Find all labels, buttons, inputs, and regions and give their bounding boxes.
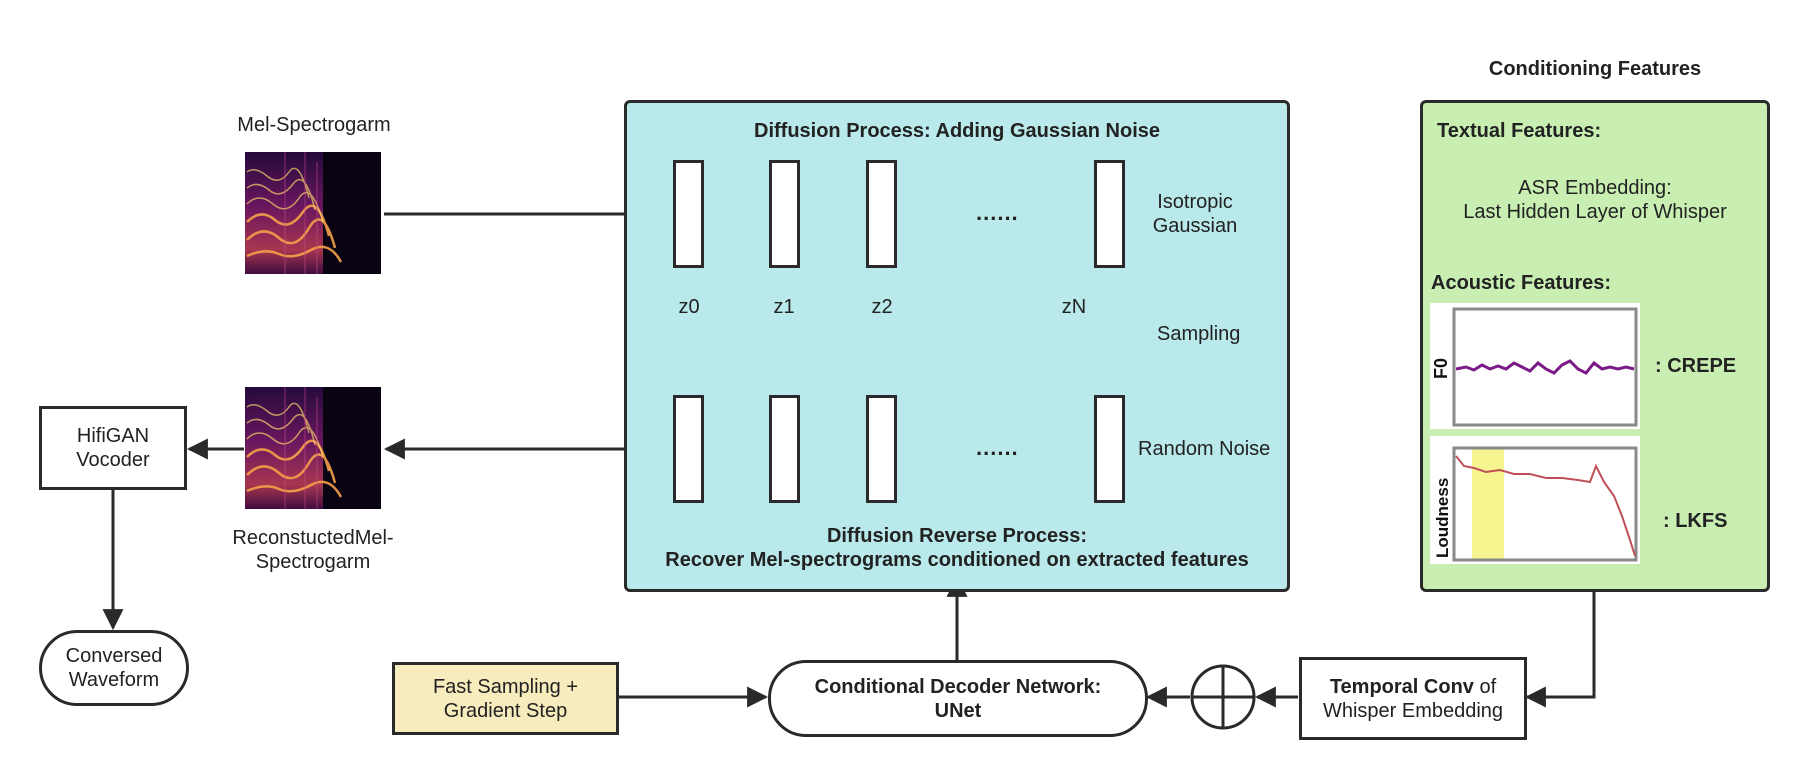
- arrow-cond-conv: [1524, 592, 1596, 708]
- diffusion-title: Diffusion Process: Adding Gaussian Noise: [754, 120, 1160, 142]
- isotropic-line1: Isotropic: [1157, 191, 1233, 213]
- reverse-block-3: [866, 395, 897, 503]
- waveform-line1: Conversed: [65, 645, 163, 667]
- loudness-series-line: [1455, 455, 1636, 557]
- temporal-conv-box: Temporal Conv of Whisper Embedding: [1299, 657, 1527, 740]
- mel-output-label-line2: Spectrogarm: [255, 551, 371, 573]
- loudness-plot: Loudness: [1430, 436, 1640, 564]
- decoder-unet-box: Conditional Decoder Network: UNet: [768, 660, 1148, 737]
- latent-label-z2: z2: [871, 296, 893, 318]
- loudness-axis-label: Loudness: [1433, 478, 1452, 558]
- reverse-process-caption: Diffusion Reverse Process: Recover Mel-s…: [624, 524, 1290, 572]
- reverse-line2: Recover Mel-spectrograms conditioned on …: [665, 549, 1249, 571]
- latent-block-z2: [866, 160, 897, 268]
- mel-input-label: Mel-Spectrogarm: [237, 114, 391, 136]
- decoder-line2: UNet: [934, 699, 982, 722]
- f0-plot: F0: [1430, 303, 1640, 429]
- random-noise-label: Random Noise: [1138, 438, 1271, 460]
- reverse-block-noise: [1094, 395, 1125, 503]
- waveform-terminal: Conversed Waveform: [39, 630, 189, 706]
- f0-series-line: [1455, 359, 1635, 375]
- latent-block-z0: [673, 160, 704, 268]
- temporal-conv-line2: Whisper Embedding: [1322, 699, 1504, 722]
- reverse-line1: Diffusion Reverse Process:: [826, 525, 1088, 547]
- mel-output-label: ReconstuctedMel- Spectrogarm: [213, 526, 413, 574]
- mel-output-label-line1: ReconstuctedMel-: [232, 527, 394, 549]
- mel-output-spectrogram-image: [245, 387, 381, 509]
- vocoder-line2: Vocoder: [76, 449, 150, 471]
- latent-label-z1: z1: [773, 296, 795, 318]
- f0-axis-label: F0: [1431, 358, 1451, 379]
- latent-block-z1: [769, 160, 800, 268]
- mel-input-spectrogram-image: [245, 152, 381, 274]
- loudness-method-label: : LKFS: [1663, 510, 1728, 532]
- vocoder-line1: HifiGAN: [76, 425, 150, 447]
- diffusion-panel: [624, 100, 1290, 592]
- reverse-ellipsis: ......: [976, 435, 1019, 460]
- decoder-line1: Conditional Decoder Network:: [814, 675, 1102, 698]
- vocoder-box: HifiGAN Vocoder: [39, 406, 187, 490]
- asr-line2: Last Hidden Layer of Whisper: [1463, 201, 1727, 223]
- temporal-conv-rest: of: [1473, 675, 1497, 698]
- reverse-block-2: [769, 395, 800, 503]
- f0-method-label: : CREPE: [1655, 355, 1737, 377]
- reverse-block-1: [673, 395, 704, 503]
- fast-sampling-box: Fast Sampling + Gradient Step: [392, 662, 619, 735]
- latent-block-zN: [1094, 160, 1125, 268]
- textual-features-heading: Textual Features:: [1437, 120, 1602, 142]
- loudness-highlight: [1472, 448, 1504, 560]
- temporal-conv-bold: Temporal Conv: [1329, 675, 1474, 698]
- isotropic-line2: Gaussian: [1152, 215, 1238, 237]
- forward-ellipsis: ......: [976, 200, 1019, 225]
- fast-sampling-line1: Fast Sampling +: [432, 675, 579, 698]
- conditioning-title: Conditioning Features: [1488, 58, 1702, 80]
- sampling-label: Sampling: [1157, 323, 1241, 345]
- latent-label-zN: zN: [1061, 296, 1087, 318]
- fast-sampling-line2: Gradient Step: [443, 699, 568, 722]
- waveform-line2: Waveform: [68, 669, 160, 691]
- asr-embedding-label: ASR Embedding: Last Hidden Layer of Whis…: [1420, 176, 1770, 224]
- temporal-conv-line1: Temporal Conv of: [1323, 675, 1503, 699]
- asr-line1: ASR Embedding:: [1518, 177, 1672, 199]
- isotropic-gaussian-label: Isotropic Gaussian: [1140, 190, 1250, 238]
- plus-circle-icon: [1190, 664, 1256, 730]
- latent-label-z0: z0: [678, 296, 700, 318]
- acoustic-features-heading: Acoustic Features:: [1431, 272, 1612, 294]
